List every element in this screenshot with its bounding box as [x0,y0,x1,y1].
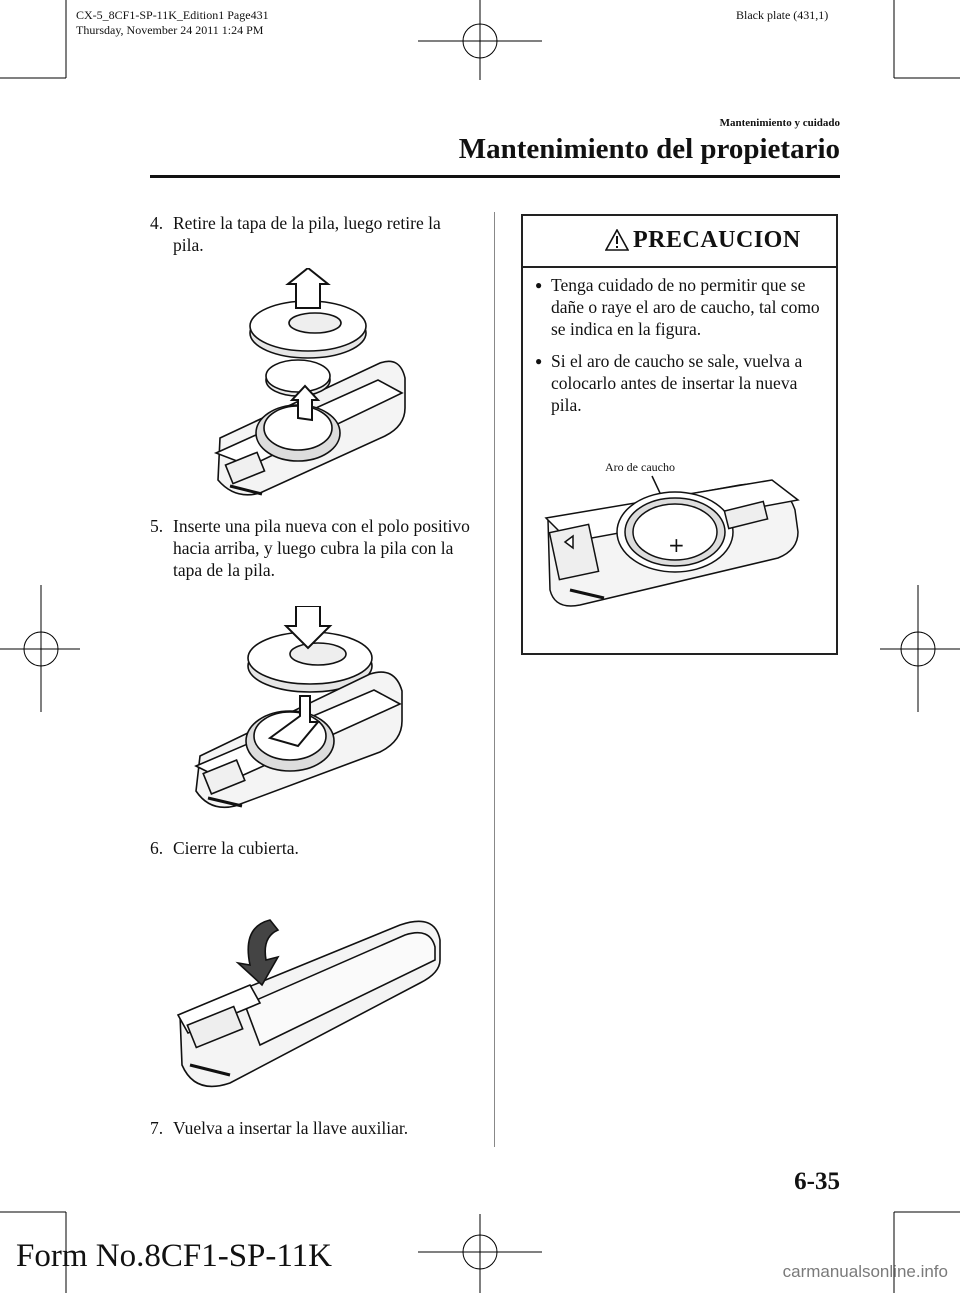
page-number: 6-35 [794,1168,840,1195]
column-divider [494,212,495,1147]
figure-rubber-ring: + [544,475,800,607]
title-rule [150,175,840,178]
print-metadata: CX-5_8CF1-SP-11K_Edition1 Page431 Thursd… [76,8,269,38]
step-text: Vuelva a insertar la llave auxiliar. [173,1118,409,1138]
figure-insert-battery [194,606,403,809]
step-number: 4. [150,213,164,233]
step-text: Retire la tapa de la pila, luego retire … [173,213,441,255]
watermark: carmanualsonline.info [782,1262,948,1281]
step-text: Cierre la cubierta. [173,838,299,858]
step-4: 4. Retire la tapa de la pila, luego reti… [150,212,470,256]
caution-title: PRECAUCION [633,227,801,253]
step-number: 5. [150,516,164,536]
bullet-dot-icon: ● [535,354,543,368]
caution-bullet: ● Si el aro de caucho se sale, vuelva a … [535,350,830,416]
bullet-dot-icon: ● [535,278,543,292]
step-5: 5. Inserte una pila nueva con el polo po… [150,515,470,581]
caution-box: PRECAUCION ● Tenga cuidado de no permiti… [521,214,838,655]
figure-remove-battery [213,268,406,496]
figure-close-cover [176,919,441,1088]
caution-bullet-text: Tenga cuidado de no permitir que se dañe… [551,275,820,339]
print-meta-line1: CX-5_8CF1-SP-11K_Edition1 Page431 [76,8,269,22]
warning-triangle-icon [605,229,629,251]
form-number: Form No.8CF1-SP-11K [16,1238,332,1274]
svg-text:+: + [668,533,685,557]
caution-bullet: ● Tenga cuidado de no permitir que se da… [535,274,830,340]
caution-bullet-text: Si el aro de caucho se sale, vuelva a co… [551,351,803,415]
plate-label: Black plate (431,1) [736,8,829,22]
step-number: 7. [150,1118,164,1138]
step-6: 6. Cierre la cubierta. [150,837,470,859]
step-7: 7. Vuelva a insertar la llave auxiliar. [150,1117,470,1139]
section-subtitle: Mantenimiento y cuidado [719,117,840,129]
section-title: Mantenimiento del propietario [458,133,840,165]
caution-header: PRECAUCION [523,216,836,268]
step-number: 6. [150,838,164,858]
print-meta-line2: Thursday, November 24 2011 1:24 PM [76,23,264,37]
caution-bullets: ● Tenga cuidado de no permitir que se da… [535,274,830,426]
step-text: Inserte una pila nueva con el polo posit… [173,516,470,580]
figure-callout-label: Aro de caucho [605,460,675,474]
